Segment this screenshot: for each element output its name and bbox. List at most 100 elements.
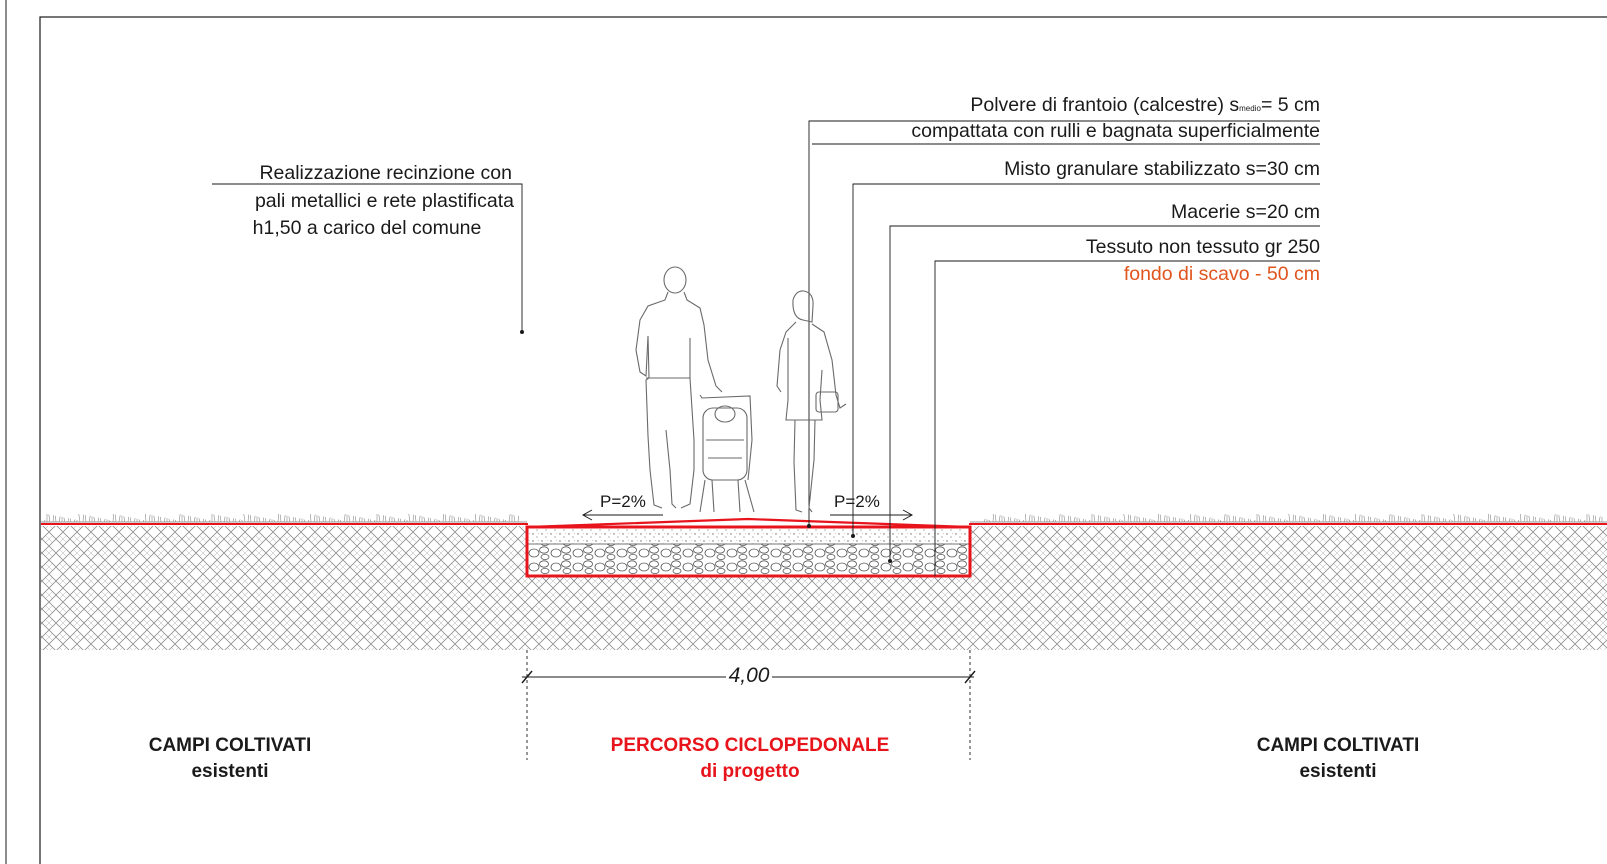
path-excavation — [525, 525, 972, 578]
grass-blade — [382, 515, 384, 523]
grass-blade — [1565, 516, 1567, 523]
grass-blade — [423, 516, 426, 523]
grass-blade — [1438, 517, 1441, 523]
grass-blade — [247, 514, 249, 523]
grass-blade — [238, 519, 241, 523]
grass-blade — [1397, 515, 1399, 523]
grass-blade — [1238, 516, 1241, 523]
grass-blade — [1013, 518, 1016, 523]
grass-blade — [475, 513, 477, 523]
grass-blade — [1423, 514, 1426, 523]
grass-blade — [457, 516, 459, 523]
grass-blade — [502, 519, 504, 523]
grass-blade — [160, 516, 162, 523]
grass-blade — [73, 519, 76, 523]
grass-blade — [127, 516, 129, 523]
grass-blade — [493, 517, 496, 523]
grass-blade — [1333, 516, 1336, 523]
grass-blade — [1103, 516, 1106, 523]
grass-blade — [298, 518, 301, 523]
grass-blade — [487, 516, 489, 523]
grass-blade — [1543, 518, 1546, 523]
grass-blade — [175, 519, 177, 523]
grass-blade — [1292, 514, 1294, 523]
grass-blade — [348, 515, 351, 523]
slope-arrow-right — [830, 509, 914, 521]
grass-blade — [43, 519, 46, 523]
grass-blade — [1318, 519, 1321, 523]
grass-blade — [202, 518, 204, 523]
grass-blade — [1145, 518, 1147, 523]
grass-blade — [1355, 513, 1357, 523]
grass-blade — [1580, 519, 1582, 523]
grass-blade — [85, 515, 87, 523]
grass-blade — [1523, 514, 1526, 523]
grass-blade — [250, 515, 252, 523]
grass-blade — [378, 514, 381, 523]
layer-label-compattata: compattata con rulli e bagnata superfici… — [911, 120, 1320, 142]
grass-blade — [1007, 516, 1009, 523]
grass-blade — [1568, 516, 1571, 523]
soil-left — [41, 526, 527, 650]
grass-blade — [995, 514, 997, 523]
grass-blade — [153, 515, 156, 523]
path-crown — [527, 517, 970, 529]
dimension-line — [521, 650, 976, 760]
grass-blade — [1550, 519, 1552, 523]
grass-blade — [1577, 518, 1579, 523]
grass-blade — [310, 513, 312, 523]
grass-blade — [130, 517, 132, 523]
grass-blade — [1063, 515, 1066, 523]
grass-blade — [408, 513, 411, 523]
grass-blade — [983, 518, 986, 523]
grass-blade — [513, 515, 516, 523]
figure-stroller — [699, 394, 755, 513]
grass-blade — [253, 515, 256, 523]
fence-note-line1: Realizzazione recinzione con — [259, 162, 512, 184]
grass-blade — [82, 514, 84, 523]
grass-blade — [1058, 513, 1061, 523]
grass-blade — [400, 518, 402, 523]
grass-blade — [1513, 519, 1516, 523]
grass-blade — [1340, 517, 1342, 523]
grass-blade — [1265, 515, 1267, 523]
grass-blade — [1322, 513, 1324, 523]
grass-blade — [1472, 517, 1474, 523]
grass-blade — [483, 515, 486, 523]
grass-blade — [367, 518, 369, 523]
grass-blade — [277, 513, 279, 523]
fence-note-line3: h1,50 a carico del comune — [252, 217, 482, 239]
grass-blade — [63, 517, 66, 523]
grass-blade — [295, 517, 297, 523]
grass-blade — [1528, 515, 1531, 523]
slope-arrow-left — [581, 509, 663, 521]
grass-blade — [1493, 515, 1496, 523]
grass-blade — [1022, 519, 1024, 523]
slope-label-left: P=2% — [600, 492, 646, 511]
grass-blade — [313, 514, 316, 523]
grass-blade — [505, 519, 507, 523]
grass-blade — [1097, 515, 1099, 523]
calcestre-layer — [528, 527, 969, 544]
grass-blade — [498, 518, 501, 523]
grass-blade — [1142, 517, 1144, 523]
grass-blade — [460, 517, 462, 523]
grass-blade — [1358, 514, 1361, 523]
soil-right — [970, 526, 1607, 650]
grass-blade — [448, 515, 451, 523]
grass-blade — [1258, 514, 1261, 523]
grass-blade — [145, 513, 147, 523]
grass-blade — [1295, 515, 1297, 523]
calcestre-thickness: = 5 cm — [1260, 94, 1320, 116]
grass-blade — [1118, 519, 1121, 523]
grass-blade — [1393, 515, 1396, 523]
grass-blade — [273, 519, 276, 523]
grass-blade — [1442, 518, 1444, 523]
grass-tufts — [43, 513, 1603, 523]
grass-blade — [178, 513, 181, 523]
grass-blade — [1378, 518, 1381, 523]
grass-blade — [280, 514, 282, 523]
grass-blade — [1430, 515, 1432, 523]
grass-blade — [235, 518, 237, 523]
grass-blade — [1157, 513, 1159, 523]
